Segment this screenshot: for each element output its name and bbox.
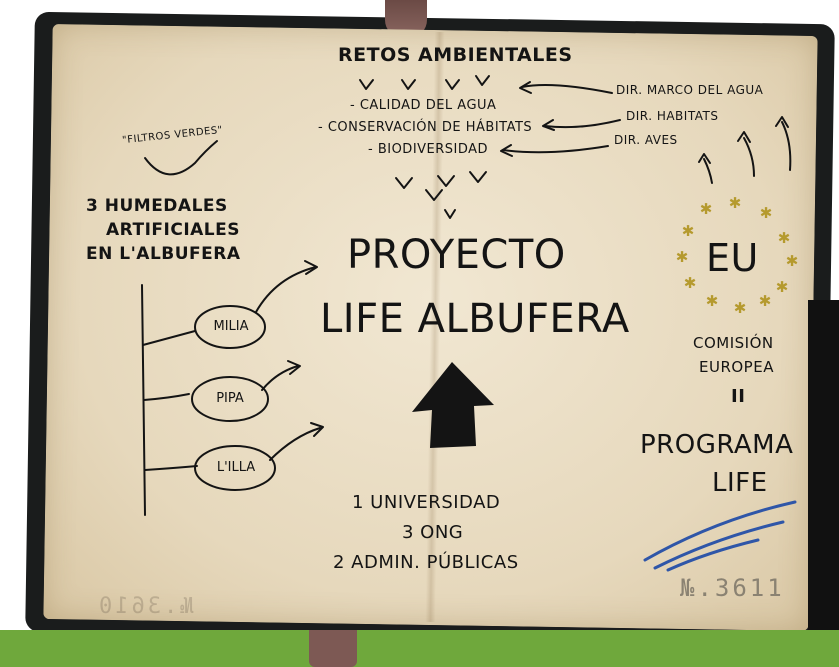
reto-item-agua: - CALIDAD DEL AGUA — [350, 98, 497, 113]
humedal-milia: MILIA — [213, 319, 249, 334]
proyecto-title-line1: PROYECTO — [347, 232, 566, 278]
humedal-pipa: PIPA — [216, 391, 244, 406]
ghost-stamp-number: №.3610 — [96, 594, 194, 619]
socio-ong: 3 ONG — [402, 522, 464, 543]
bookmark-ribbon-bottom — [309, 630, 357, 667]
directiva-habitats: DIR. HABITATS — [626, 109, 719, 123]
green-footer-band — [0, 630, 839, 667]
proyecto-title-line2: LIFE ALBUFERA — [320, 296, 630, 342]
elastic-strap — [808, 300, 839, 635]
directiva-agua: DIR. MARCO DEL AGUA — [616, 83, 764, 97]
reto-item-habitats: - CONSERVACIÓN DE HÁBITATS — [318, 120, 533, 135]
humedales-title-line1: 3 HUMEDALES — [86, 196, 228, 216]
eu-label: EU — [706, 236, 759, 280]
socio-universidad: 1 UNIVERSIDAD — [352, 492, 501, 513]
humedal-lilla: L'ILLA — [216, 460, 256, 475]
life-label: LIFE — [712, 468, 768, 498]
programa-label: PROGRAMA — [640, 430, 794, 460]
humedales-title-line3: EN L'ALBUFERA — [86, 244, 241, 264]
humedales-title-line2: ARTIFICIALES — [106, 220, 240, 240]
socio-admin: 2 ADMIN. PÚBLICAS — [333, 552, 519, 573]
comision-line1: COMISIÓN — [693, 334, 774, 352]
reto-item-biodiversidad: - BIODIVERSIDAD — [368, 142, 489, 157]
directiva-aves: DIR. AVES — [614, 133, 678, 147]
page-stamp-number: №.3611 — [680, 574, 785, 602]
equals-sign: II — [731, 386, 746, 407]
retos-title: RETOS AMBIENTALES — [338, 44, 573, 66]
comision-line2: EUROPEA — [699, 358, 774, 376]
